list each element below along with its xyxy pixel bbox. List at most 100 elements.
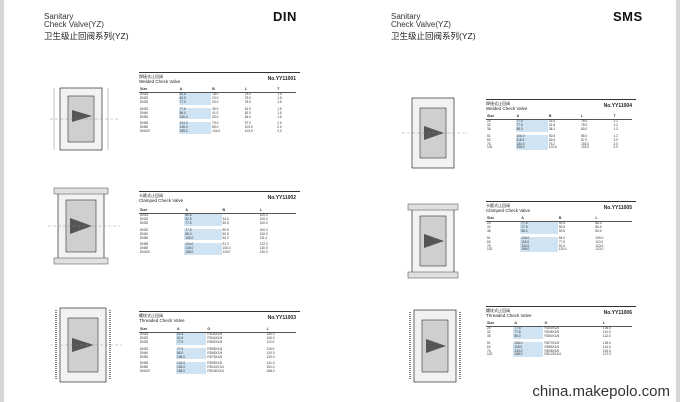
table-cell: 86.0: [595, 224, 602, 229]
table-cell: 120.0: [266, 354, 275, 359]
table-cell: 1.5: [277, 110, 282, 115]
card-model-number: No.YY11006: [603, 310, 632, 316]
site-watermark: china.makepolo.com: [532, 383, 670, 400]
table-cell: 100.0: [259, 227, 268, 232]
table-cell: 126.0: [602, 340, 611, 345]
table-cell: DN15: [140, 213, 149, 217]
table-cell: 118.0: [520, 240, 558, 245]
table-cell: 77.5: [515, 123, 548, 128]
table-cell: 85.0: [212, 125, 219, 130]
table-cell: RD130X1/4: [207, 369, 224, 374]
table-cell: RD40X1/6: [544, 326, 560, 330]
table-cell: 116.0: [266, 346, 275, 351]
table-cell: 64.0: [558, 235, 566, 240]
table-cell: 77.5: [176, 347, 207, 352]
table-cell: 35.0: [212, 106, 219, 111]
table-cell: 32: [487, 122, 491, 127]
table-cell: 97.0: [244, 121, 251, 126]
table-cell: 2.0: [613, 141, 618, 146]
table-cell: 123.0: [595, 243, 604, 248]
card-model-number: No.YY11005: [603, 205, 632, 211]
table-cell: 32: [487, 224, 491, 229]
table-cell: 119.0: [558, 247, 567, 252]
table-cell: RD78X1/6: [207, 354, 223, 359]
table-cell: 80.0: [581, 126, 588, 131]
table-cell: 1.2: [613, 119, 618, 123]
table-cell: 84.0: [595, 228, 602, 233]
table-cell: 158.0: [513, 353, 544, 358]
table-cell: 63: [487, 344, 491, 349]
column-header: L: [243, 86, 277, 93]
table-cell: 145.0: [176, 365, 207, 371]
card-title-cn: 卡箍式止回阀: [486, 203, 510, 208]
table-cell: 112.0: [266, 339, 275, 344]
column-header: A: [178, 86, 212, 93]
table-cell: 86.0: [515, 127, 548, 132]
table-cell: 50.5: [184, 213, 222, 218]
table-cell: 1.5: [277, 106, 282, 111]
table-cell: 31.8: [548, 122, 556, 127]
column-header: Size: [139, 207, 185, 214]
table-cell: RD65X1/6: [207, 350, 223, 355]
column-header: Size: [486, 215, 521, 222]
table-cell: 50.5: [222, 227, 229, 232]
table-cell: 83.0: [244, 110, 251, 115]
table-cell: RD34X1/8: [207, 332, 223, 336]
table-cell: 106.0: [602, 326, 611, 330]
table-cell: 77.5: [513, 330, 544, 335]
column-header: Size: [486, 320, 514, 327]
card-title-en: Clamped Check Valve: [139, 198, 184, 203]
table-cell: 106.0: [513, 341, 544, 346]
clamped-valve-drawing: [48, 187, 120, 265]
table-cell: 62.5: [176, 336, 207, 341]
table-cell: DN20: [140, 95, 149, 100]
table-cell: 102: [487, 145, 493, 150]
card-model-number: No.YY11001: [267, 76, 296, 82]
column-header: L: [601, 320, 632, 327]
table-cell: 158.0: [184, 250, 222, 256]
left-page-edge: [0, 0, 4, 402]
table-cell: RD95X1/6: [207, 361, 223, 366]
table-cell: 141.0: [266, 361, 275, 366]
table-cell: 38: [487, 228, 491, 233]
table-cell: 112.0: [602, 333, 611, 338]
table-cell: 158.0: [178, 129, 212, 135]
table-cell: RD48X1/6: [544, 329, 560, 334]
card-title-cn: 焊接式止回阀: [139, 74, 163, 79]
table-cell: 63: [487, 239, 491, 244]
table-cell: DN100: [140, 369, 150, 374]
table-cell: 29.0: [212, 99, 219, 104]
column-header: B: [211, 86, 244, 93]
table-cell: 1.5: [277, 114, 282, 119]
table-cell: 124.0: [178, 122, 212, 127]
table-cell: DN20: [140, 216, 149, 221]
table-cell: 106.0: [266, 332, 275, 336]
table-cell: 77.5: [520, 221, 558, 226]
table-cell: RD60X1/6: [544, 333, 560, 338]
table-cell: 103.0: [581, 141, 590, 146]
column-header: Size: [139, 326, 177, 333]
table-cell: DN80: [140, 365, 149, 370]
table-cell: RD123X1/4: [544, 352, 561, 357]
table-cell: RD98X1/6: [544, 348, 560, 353]
table-cell: 100.0: [259, 231, 268, 236]
table-cell: 63.5: [548, 137, 556, 142]
right-page-edge: [676, 0, 680, 402]
table-cell: 63: [487, 137, 491, 142]
table-cell: RD70X1/6: [544, 340, 560, 345]
table-cell: 145.0: [184, 246, 222, 252]
card-title-en: Threaded Check Valve: [139, 318, 185, 323]
table-cell: DN65: [140, 361, 149, 366]
